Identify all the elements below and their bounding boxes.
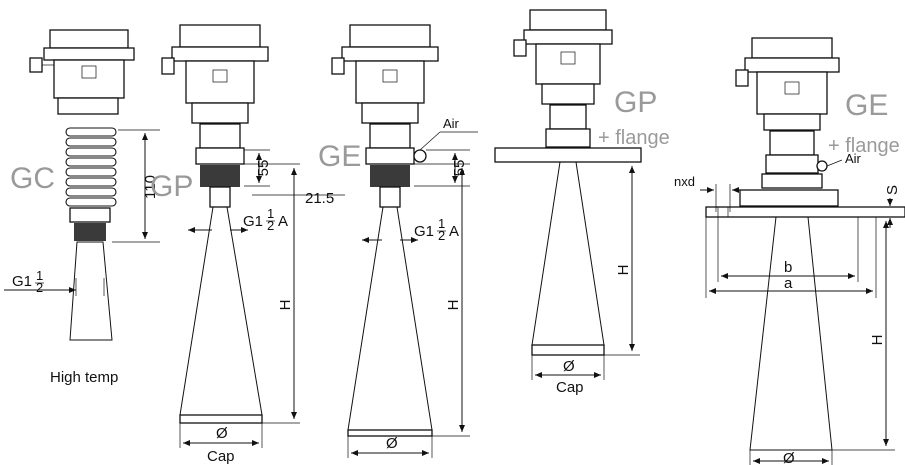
model-ge-drawing: Air 55 G1 1 2 A H Ø GE <box>318 24 478 458</box>
gp-dim-h: H <box>277 300 294 311</box>
model-gc-drawing: 110 G1 1 2 GC High temp <box>4 29 160 386</box>
ge-dim-h: H <box>445 300 462 311</box>
ge-flange-air-port <box>816 160 828 172</box>
gp-thread <box>200 165 240 187</box>
gp-dim-55: 55 <box>255 160 272 177</box>
svg-text:2: 2 <box>36 280 43 295</box>
model-ge-flange-drawing: Air nxd S b a H Ø GE + flange <box>674 37 905 465</box>
gp-dim-21-5: 21.5 <box>305 190 334 207</box>
ge-flange-dim-diameter: Ø <box>783 450 795 465</box>
ge-flange-base-plate <box>705 206 905 218</box>
gc-housing <box>29 29 135 115</box>
label-gc: GC <box>10 162 55 195</box>
label-ge: GE <box>318 140 361 173</box>
label-ge-flange-sub: + flange <box>828 135 900 157</box>
ge-horn <box>347 206 433 431</box>
ge-thread <box>370 165 410 187</box>
gc-cooling-fins <box>65 127 117 207</box>
ge-flange-dim-b: b <box>784 259 792 276</box>
model-gp-drawing: 55 21.5 G1 1 2 A H Ø Cap GP <box>150 24 345 465</box>
gp-horn <box>179 206 263 416</box>
ge-label-air: Air <box>443 116 460 131</box>
label-gp: GP <box>150 170 193 203</box>
gp-label-cap: Cap <box>207 448 235 465</box>
ge-dim-55: 55 <box>451 160 468 177</box>
label-gp-flange-sub: + flange <box>598 127 670 149</box>
gc-thread <box>74 223 106 241</box>
svg-text:A: A <box>278 213 288 230</box>
svg-text:2: 2 <box>267 218 274 233</box>
ge-flange-dim-h: H <box>869 335 886 346</box>
label-high-temp: High temp <box>50 369 118 386</box>
svg-text:1: 1 <box>267 206 274 221</box>
ge-air-port <box>413 149 427 163</box>
ge-housing <box>331 24 439 124</box>
ge-dim-thread: G1 <box>414 223 434 240</box>
gp-flange-plate <box>494 147 642 163</box>
gc-horn <box>69 241 113 341</box>
gp-flange-dim-diameter: Ø <box>563 358 575 375</box>
gp-flange-label-cap: Cap <box>556 379 584 396</box>
dim-110: 110 <box>142 175 159 199</box>
gp-flange-horn <box>531 161 605 346</box>
svg-text:2: 2 <box>438 228 445 243</box>
ge-flange-dim-a: a <box>784 275 793 292</box>
ge-flange-housing <box>735 37 840 131</box>
gp-flange-dim-h: H <box>615 265 632 276</box>
label-ge-flange: GE <box>845 89 888 122</box>
gp-housing <box>161 24 269 124</box>
label-gp-flange: GP <box>614 86 657 119</box>
ge-flange-upper-plate <box>739 189 839 207</box>
svg-text:1: 1 <box>36 268 43 283</box>
svg-text:1: 1 <box>438 216 445 231</box>
dim-thread-g1: G1 <box>12 273 32 290</box>
ge-flange-horn <box>749 216 833 451</box>
ge-flange-dim-s: S <box>884 185 901 195</box>
gp-dim-thread: G1 <box>243 213 263 230</box>
svg-text:A: A <box>449 223 459 240</box>
ge-flange-dim-nxd: nxd <box>674 174 695 189</box>
gp-dim-diameter: Ø <box>216 425 228 442</box>
gp-flange-housing <box>513 9 613 105</box>
ge-dim-diameter: Ø <box>386 435 398 452</box>
ge-flange-label-air: Air <box>845 151 862 166</box>
model-gp-flange-drawing: H Ø Cap GP + flange <box>494 9 670 396</box>
